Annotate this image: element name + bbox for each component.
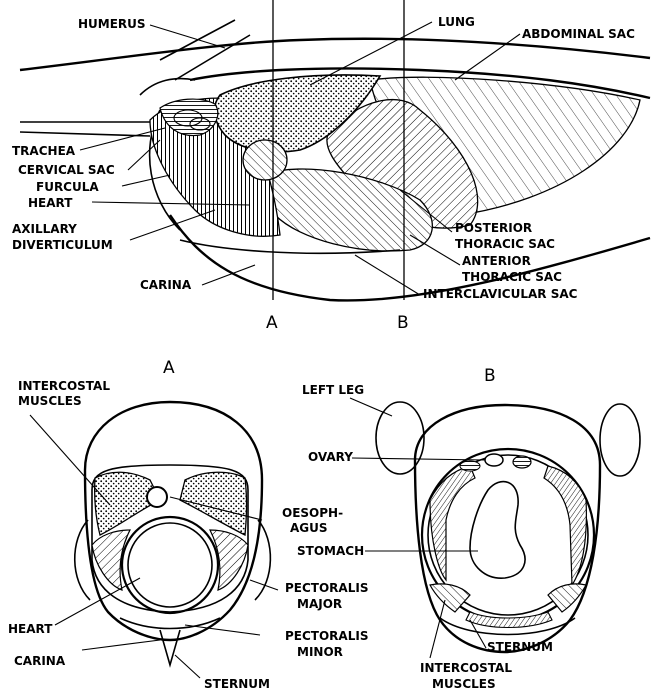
label-b-intercostal-2: MUSCLES [432, 677, 496, 691]
label-a-intercostal-2: MUSCLES [18, 394, 82, 408]
label-abdominal-sac: ABDOMINAL SAC [522, 27, 635, 41]
label-furcula: FURCULA [36, 180, 99, 194]
body-outline [20, 39, 650, 70]
label-axillary-1: AXILLARY [12, 222, 77, 236]
label-anterior-1: ANTERIOR [462, 254, 531, 268]
section-b-ovary-right [513, 456, 531, 468]
section-a-lung-right [180, 472, 247, 535]
label-b-stomach: STOMACH [297, 544, 364, 558]
label-interclavicular: INTERCLAVICULAR SAC [423, 287, 578, 301]
label-carina-top: CARINA [140, 278, 192, 292]
label-a-pect-major-2: MAJOR [297, 597, 342, 611]
section-b-stomach [470, 482, 525, 579]
trachea-tube [20, 122, 150, 136]
section-b-muscle-right [544, 466, 586, 585]
label-heart-top: HEART [28, 196, 73, 210]
section-a-keel [160, 630, 180, 665]
label-humerus: HUMERUS [78, 17, 146, 31]
label-a-pect-minor-1: PECTORALIS [285, 629, 368, 643]
heart-shape [243, 140, 287, 180]
section-b-ovary-left [485, 454, 503, 466]
label-a-intercostal-1: INTERCOSTAL [18, 379, 110, 393]
label-trachea: TRACHEA [12, 144, 76, 158]
label-b-left-leg: LEFT LEG [302, 383, 364, 397]
label-posterior-1: POSTERIOR [455, 221, 532, 235]
label-a-sternum: STERNUM [204, 677, 270, 691]
section-a-title: A [163, 358, 175, 378]
label-a-pect-major-1: PECTORALIS [285, 581, 368, 595]
section-b-muscle-left [430, 466, 475, 580]
lateral-view: HUMERUS LUNG ABDOMINAL SAC TRACHEA CERVI… [12, 0, 650, 333]
label-section-a-marker: A [266, 313, 278, 333]
label-a-carina: CARINA [14, 654, 66, 668]
section-a-oesophagus [147, 487, 167, 507]
label-lung: LUNG [438, 15, 475, 29]
label-a-oesoph-1: OESOPH- [282, 506, 343, 520]
section-b-title: B [484, 366, 496, 386]
cross-section-a: A INTERCOSTAL MUSCLES [8, 358, 368, 691]
label-b-intercostal-1: INTERCOSTAL [420, 661, 512, 675]
label-posterior-2: THORACIC SAC [455, 237, 555, 251]
label-section-b-marker: B [397, 313, 409, 333]
label-cervical-sac: CERVICAL SAC [18, 163, 115, 177]
section-a-heart [122, 517, 218, 613]
label-a-oesoph-2: AGUS [290, 521, 328, 535]
label-b-sternum: STERNUM [487, 640, 553, 654]
label-axillary-2: DIVERTICULUM [12, 238, 113, 252]
label-a-pect-minor-2: MINOR [297, 645, 343, 659]
label-anterior-2: THORACIC SAC [462, 270, 562, 284]
label-b-ovary: OVARY [308, 450, 353, 464]
section-b-right-leg [600, 404, 640, 476]
label-a-heart: HEART [8, 622, 53, 636]
